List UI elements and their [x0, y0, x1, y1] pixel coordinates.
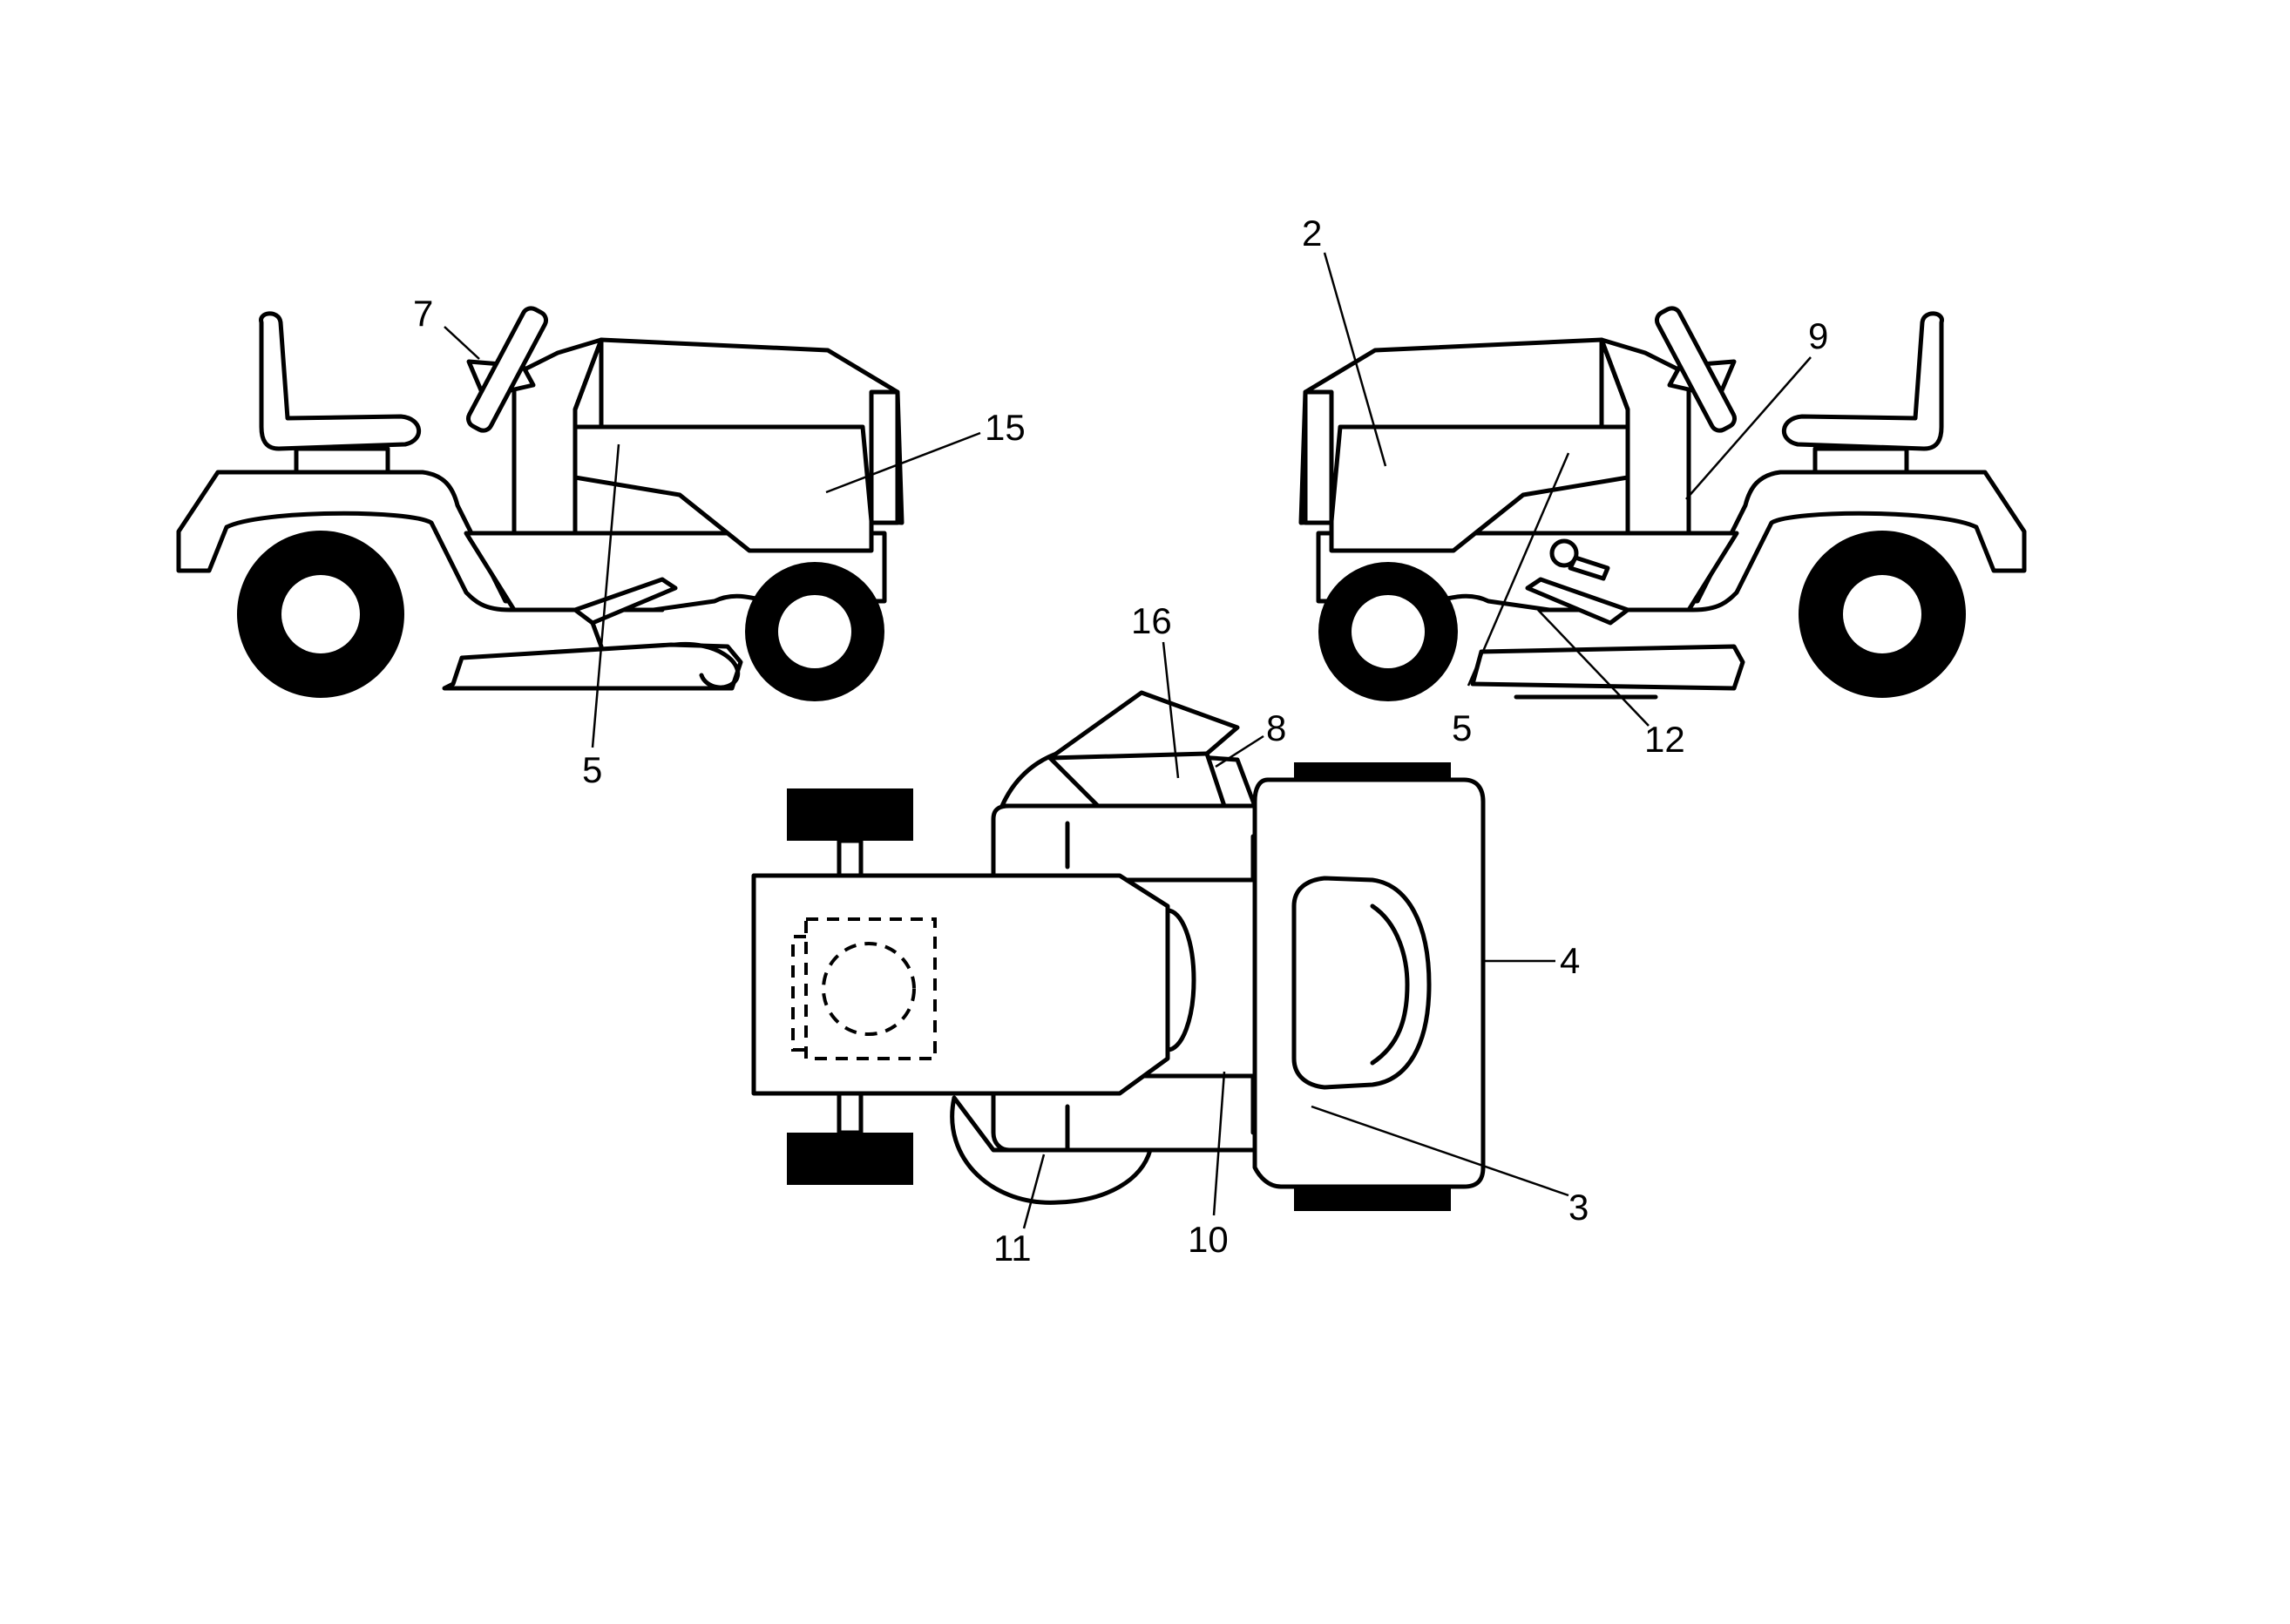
hood-left	[572, 337, 904, 553]
leader-5-right	[1467, 452, 1570, 687]
tractor-left-side-view	[176, 306, 904, 701]
leader-15	[825, 431, 981, 494]
callout-12: 12	[1644, 719, 1685, 760]
leader-8	[1215, 734, 1264, 768]
callout-labels: 7 15 5 2 9 5 12 16 8 4 3 10 11	[413, 213, 1828, 1269]
callout-3: 3	[1568, 1187, 1589, 1228]
callout-9: 9	[1808, 315, 1828, 356]
seat-body-top	[751, 873, 1170, 1096]
pedal-left	[572, 577, 678, 649]
rear-wheel-left	[237, 531, 404, 698]
rear-fender-left	[176, 470, 674, 612]
leader-11	[1022, 1154, 1046, 1229]
callout-2: 2	[1302, 213, 1322, 254]
front-tire-top-lower	[1294, 1187, 1451, 1211]
rear-tire-top-upper	[787, 788, 913, 841]
callout-10: 10	[1188, 1219, 1229, 1260]
rear-fender-right	[1529, 470, 2027, 612]
leader-9	[1685, 356, 1812, 500]
leader-3	[1311, 1105, 1569, 1197]
leader-7	[444, 326, 480, 360]
discharge-chute-top	[1047, 690, 1240, 809]
steering-wheel-left	[465, 306, 549, 433]
hood-top	[1252, 777, 1486, 1189]
mower-deck-left	[442, 641, 743, 691]
leader-2	[1323, 252, 1387, 467]
callout-5-right: 5	[1452, 707, 1472, 748]
leader-lines	[444, 252, 1812, 1229]
callout-4: 4	[1560, 940, 1580, 981]
tractor-top-view	[751, 690, 1486, 1211]
rear-tire-top-lower	[787, 1133, 913, 1185]
rear-wheel-right	[1799, 531, 1966, 698]
leader-10	[1212, 1071, 1226, 1216]
front-wheel-right	[1318, 562, 1458, 701]
rear-axle-top-lower	[837, 1091, 864, 1135]
callout-11: 11	[993, 1228, 1032, 1269]
leader-12	[1537, 609, 1650, 727]
front-wheel-left	[745, 562, 884, 701]
mower-deck-right	[1470, 644, 1745, 700]
callout-16: 16	[1131, 600, 1172, 641]
steering-wheel-right	[1654, 306, 1738, 433]
pedal-right	[1525, 538, 1630, 626]
callout-8: 8	[1266, 707, 1286, 748]
callout-15: 15	[985, 407, 1026, 448]
leader-5-left	[591, 443, 620, 748]
tractor-right-side-view	[1298, 306, 2027, 701]
seat-left	[259, 311, 422, 479]
callout-7: 7	[413, 293, 433, 334]
leader-16	[1162, 641, 1180, 779]
callout-5-left: 5	[582, 749, 602, 790]
hood-right	[1298, 337, 1630, 553]
